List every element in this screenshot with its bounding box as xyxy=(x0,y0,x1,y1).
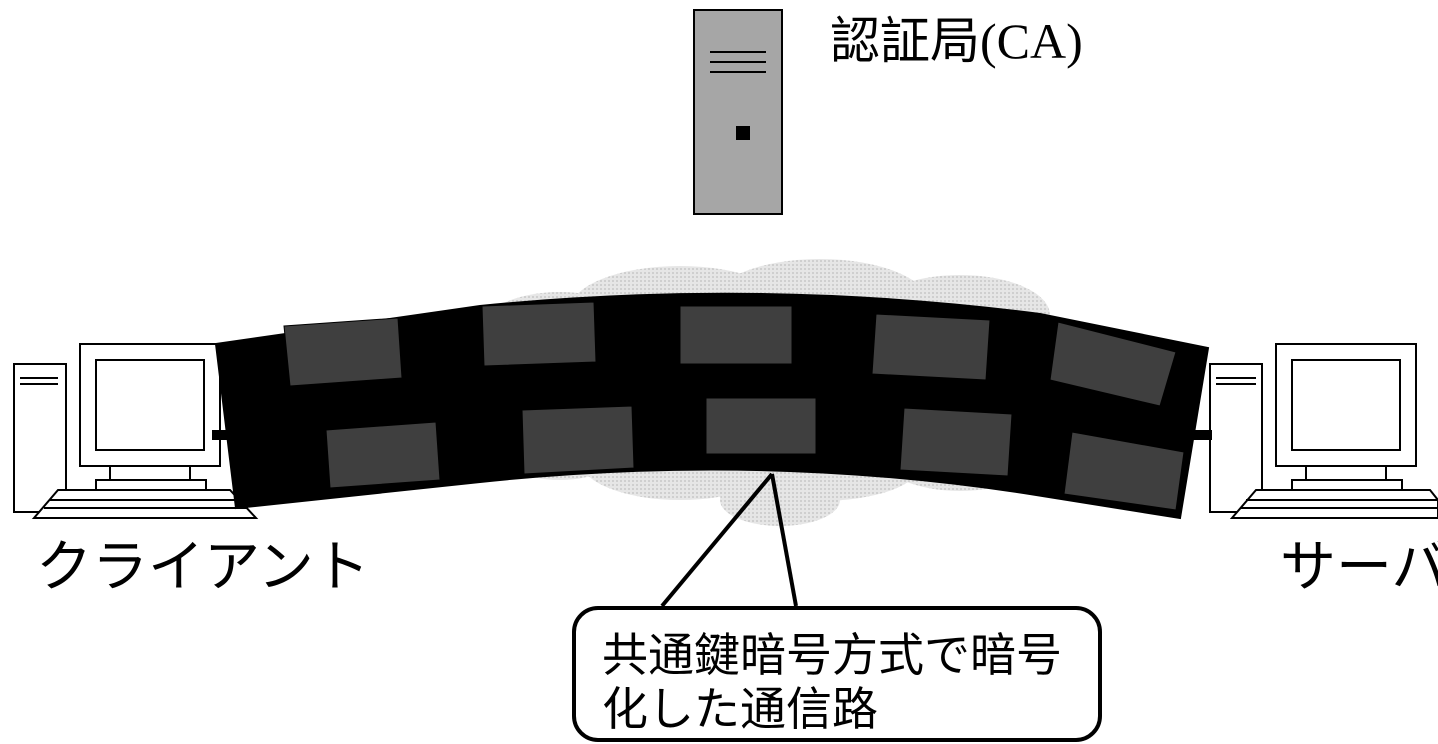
ca-server-icon xyxy=(693,9,783,215)
ca-label: 認証局(CA) xyxy=(830,13,1083,69)
tunnel-block xyxy=(871,313,991,381)
tunnel-block xyxy=(679,305,793,365)
client-computer-icon xyxy=(13,343,259,519)
callout-box: 共通鍵暗号方式で暗号 化した通信路 xyxy=(572,606,1102,742)
callout-line-2: 化した通信路 xyxy=(602,683,878,735)
tunnel-block xyxy=(1063,431,1185,511)
client-label: クライアント xyxy=(36,535,370,598)
client-cable xyxy=(212,430,230,440)
server-label: サーバ xyxy=(1280,535,1438,598)
tunnel-block xyxy=(705,397,817,455)
tunnel-block xyxy=(283,317,403,387)
tunnel-block xyxy=(1049,321,1177,407)
tunnel-block xyxy=(899,407,1013,477)
tunnel-block xyxy=(325,421,441,489)
tunnel-block xyxy=(481,301,597,367)
tunnel-block xyxy=(521,405,635,475)
server-cable xyxy=(1192,430,1212,440)
callout-line-1: 共通鍵暗号方式で暗号 xyxy=(602,629,1062,681)
callout-pointer xyxy=(660,472,798,608)
encrypted-tunnel xyxy=(214,292,1210,520)
server-computer-icon xyxy=(1209,343,1438,519)
